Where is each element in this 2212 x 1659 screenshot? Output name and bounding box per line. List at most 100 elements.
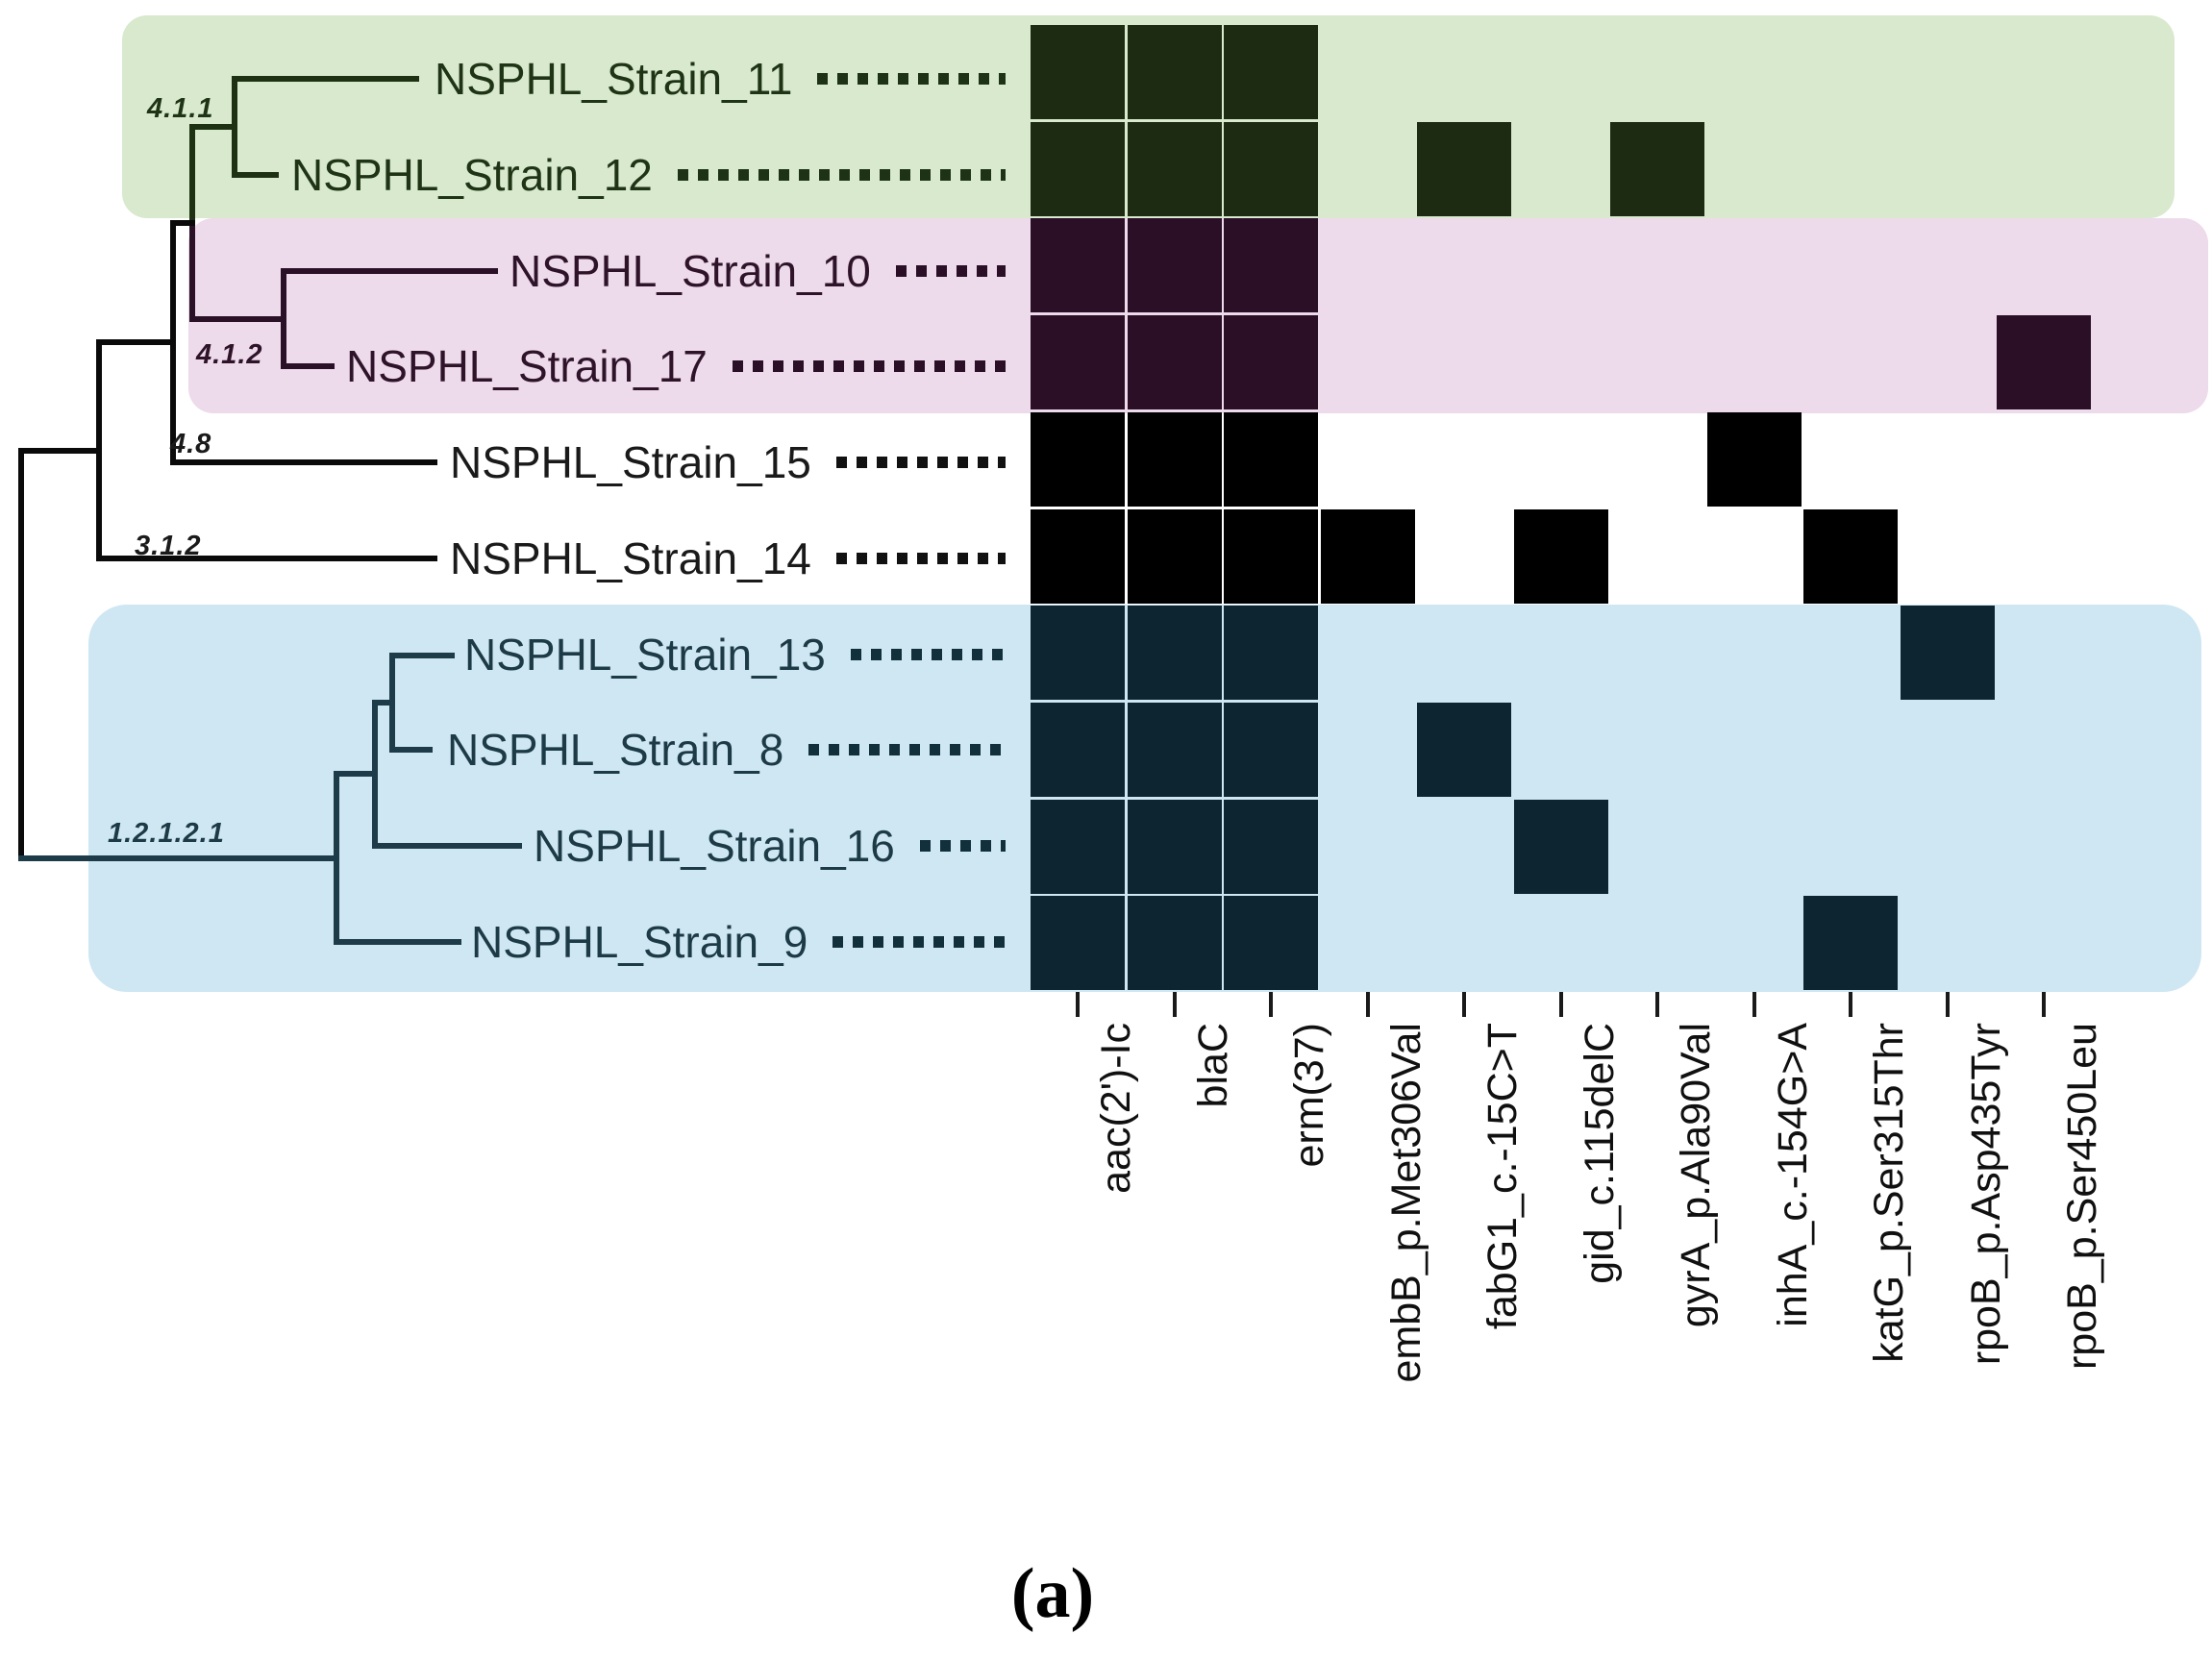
strain-label: NSPHL_Strain_15 (450, 437, 811, 488)
dotted-leader (808, 744, 1006, 756)
support-label: 4.1.1 (147, 93, 214, 124)
axis-tick (1752, 992, 1756, 1017)
heatmap-cell-NSPHL_Strain_14-embB_p.Met306Val (1320, 508, 1415, 604)
strain-label: NSPHL_Strain_13 (464, 629, 826, 680)
heatmap-cell-NSPHL_Strain_17-blaC (1127, 315, 1222, 410)
axis-tick (1269, 992, 1273, 1017)
axis-tick (2042, 992, 2046, 1017)
dotted-leader (677, 168, 1006, 181)
strain-label: NSPHL_Strain_17 (346, 341, 708, 392)
heatmap-cell-NSPHL_Strain_16-aac(2')-Ic (1031, 799, 1125, 894)
axis-tick (1849, 992, 1852, 1017)
heatmap-cell-NSPHL_Strain_9-katG_p.Ser315Thr (1803, 896, 1898, 991)
column-label: embB_p.Met306Val (1382, 1023, 1429, 1383)
heatmap-cell-NSPHL_Strain_10-aac(2')-Ic (1031, 218, 1125, 313)
axis-tick (1365, 992, 1370, 1017)
axis-tick (1655, 992, 1659, 1017)
heatmap-cell-NSPHL_Strain_12-aac(2')-Ic (1031, 121, 1125, 216)
dotted-leader (835, 457, 1006, 469)
heatmap-cell-NSPHL_Strain_17-rpoB_p.Ser450Leu (1997, 315, 2091, 410)
column-label: aac(2')-Ic (1093, 1023, 1139, 1194)
support-label: 4.1.2 (196, 339, 263, 370)
axis-tick (1172, 992, 1177, 1017)
heatmap-cell-NSPHL_Strain_11-aac(2')-Ic (1031, 25, 1125, 119)
heatmap-cell-NSPHL_Strain_8-aac(2')-Ic (1031, 702, 1125, 797)
strain-row: NSPHL_Strain_10 (510, 223, 1007, 319)
heatmap-cell-NSPHL_Strain_15-inhA_c.-154G>A (1706, 411, 1802, 507)
heatmap-cell-NSPHL_Strain_17-erm(37) (1224, 315, 1318, 410)
dotted-leader (919, 840, 1006, 853)
strain-row: NSPHL_Strain_9 (471, 894, 1007, 990)
heatmap-cell-NSPHL_Strain_9-erm(37) (1224, 896, 1318, 991)
strain-label: NSPHL_Strain_12 (291, 149, 653, 200)
axis-tick (1558, 992, 1563, 1017)
heatmap-cell-NSPHL_Strain_15-blaC (1127, 411, 1222, 507)
heatmap-cell-NSPHL_Strain_14-erm(37) (1224, 508, 1318, 604)
heatmap-cell-NSPHL_Strain_14-blaC (1127, 508, 1222, 604)
heatmap-cell-NSPHL_Strain_8-erm(37) (1224, 702, 1318, 797)
heatmap-cell-NSPHL_Strain_12-blaC (1127, 121, 1222, 216)
support-label: 1.2.1.2.1 (108, 818, 225, 849)
heatmap-cell-NSPHL_Strain_11-erm(37) (1224, 25, 1318, 119)
column-label: inhA_c.-154G>A (1769, 1023, 1816, 1327)
strain-label: NSPHL_Strain_9 (471, 917, 808, 968)
heatmap-cell-NSPHL_Strain_9-aac(2')-Ic (1031, 896, 1125, 991)
figure-caption: (a) (1010, 1554, 1095, 1633)
strain-label: NSPHL_Strain_14 (450, 532, 811, 583)
strain-row: NSPHL_Strain_17 (346, 318, 1007, 414)
strain-row: NSPHL_Strain_14 (450, 510, 1007, 607)
axis-tick (1076, 992, 1080, 1017)
heatmap-cell-NSPHL_Strain_12-erm(37) (1224, 121, 1318, 216)
dotted-leader (817, 73, 1006, 85)
heatmap-cell-NSPHL_Strain_9-blaC (1127, 896, 1222, 991)
heatmap-cell-NSPHL_Strain_8-fabG1_c.-15C>T (1417, 702, 1511, 797)
column-label: blaC (1189, 1023, 1236, 1108)
dotted-leader (850, 648, 1006, 660)
heatmap-cell-NSPHL_Strain_15-erm(37) (1224, 411, 1318, 507)
heatmap-cell-NSPHL_Strain_11-blaC (1127, 25, 1222, 119)
strain-row: NSPHL_Strain_15 (450, 414, 1007, 510)
strain-row: NSPHL_Strain_13 (464, 607, 1007, 703)
support-label: 3.1.2 (135, 531, 202, 561)
heatmap-cell-NSPHL_Strain_16-gid_c.115delC (1513, 799, 1608, 894)
column-label: rpoB_p.Ser450Leu (2059, 1023, 2105, 1371)
heatmap-cell-NSPHL_Strain_12-gyrA_p.Ala90Val (1610, 121, 1704, 216)
heatmap-cell-NSPHL_Strain_13-blaC (1127, 606, 1222, 701)
heatmap-cell-NSPHL_Strain_10-erm(37) (1224, 218, 1318, 313)
dotted-leader (732, 360, 1006, 373)
strain-label: NSPHL_Strain_11 (435, 54, 793, 104)
heatmap-cell-NSPHL_Strain_13-rpoB_p.Asp435Tyr (1900, 606, 1995, 701)
heatmap-cell-NSPHL_Strain_8-blaC (1127, 702, 1222, 797)
support-label: 4.8 (170, 429, 212, 459)
strain-label: NSPHL_Strain_10 (510, 245, 871, 296)
heatmap-cell-NSPHL_Strain_13-erm(37) (1224, 606, 1318, 701)
dotted-leader (833, 936, 1006, 949)
column-label: fabG1_c.-15C>T (1479, 1023, 1526, 1330)
column-label: katG_p.Ser315Thr (1866, 1023, 1912, 1363)
heatmap-cell-NSPHL_Strain_16-erm(37) (1224, 799, 1318, 894)
heatmap-cell-NSPHL_Strain_16-blaC (1127, 799, 1222, 894)
strain-row: NSPHL_Strain_11 (435, 31, 1007, 127)
axis-tick (1945, 992, 1950, 1017)
heatmap-cell-NSPHL_Strain_14-katG_p.Ser315Thr (1803, 508, 1898, 604)
column-label: rpoB_p.Asp435Tyr (1962, 1023, 2009, 1366)
heatmap-cell-NSPHL_Strain_13-aac(2')-Ic (1031, 606, 1125, 701)
heatmap-cell-NSPHL_Strain_12-fabG1_c.-15C>T (1417, 121, 1511, 216)
strain-label: NSPHL_Strain_8 (447, 725, 784, 776)
dotted-leader (835, 552, 1006, 564)
column-label: erm(37) (1286, 1023, 1332, 1168)
heatmap-cell-NSPHL_Strain_14-gid_c.115delC (1513, 508, 1608, 604)
heatmap-cell-NSPHL_Strain_15-aac(2')-Ic (1031, 411, 1125, 507)
heatmap-cell-NSPHL_Strain_17-aac(2')-Ic (1031, 315, 1125, 410)
strain-row: NSPHL_Strain_12 (291, 127, 1007, 223)
heatmap-cell-NSPHL_Strain_10-blaC (1127, 218, 1222, 313)
strain-row: NSPHL_Strain_8 (447, 702, 1007, 798)
column-label: gyrA_p.Ala90Val (1673, 1023, 1719, 1328)
strain-label: NSPHL_Strain_16 (534, 821, 895, 872)
column-label: gid_c.115delC (1576, 1023, 1623, 1284)
heatmap-cell-NSPHL_Strain_14-aac(2')-Ic (1031, 508, 1125, 604)
axis-tick (1462, 992, 1466, 1017)
strain-row: NSPHL_Strain_16 (534, 798, 1007, 894)
